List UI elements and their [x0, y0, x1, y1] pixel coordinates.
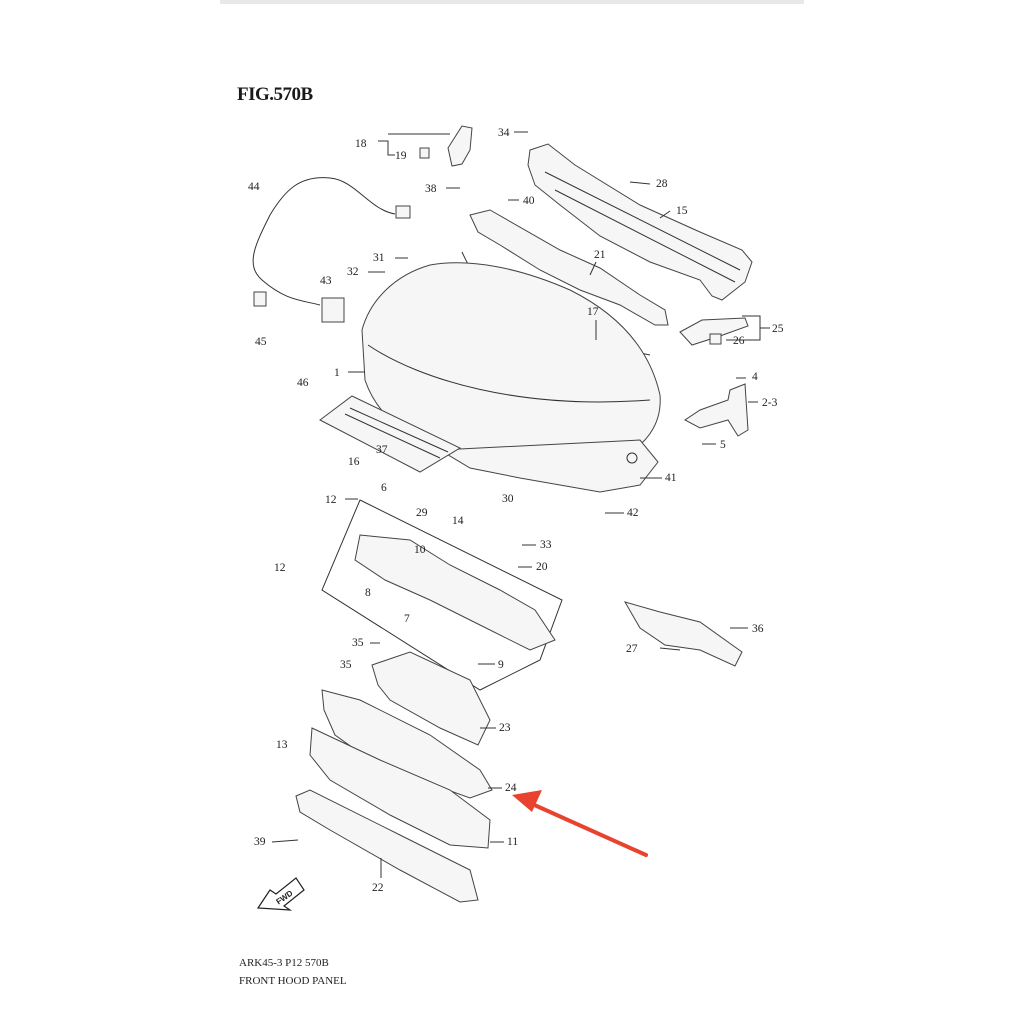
part-15-cowl: [527, 143, 753, 301]
callout-4: 4: [752, 371, 758, 383]
callout-9: 9: [498, 659, 504, 671]
callout-32: 32: [347, 266, 359, 278]
callout-43: 43: [320, 275, 332, 287]
callout-25: 25: [772, 323, 784, 335]
callout-11: 11: [507, 836, 518, 848]
callout-45: 45: [255, 336, 267, 348]
red-pointer-arrow-icon: [512, 790, 648, 857]
callout-23: 23: [499, 722, 511, 734]
callout-22: 22: [372, 882, 384, 894]
part-43-latch: [253, 291, 345, 323]
callout-46: 46: [297, 377, 309, 389]
callout-26: 26: [733, 335, 745, 347]
part-41-insulator: [438, 439, 659, 493]
figure-name: FRONT HOOD PANEL: [239, 975, 347, 987]
callout-38: 38: [425, 183, 437, 195]
callout-30: 30: [502, 493, 514, 505]
part-25-bracket: [679, 317, 749, 346]
callout-33: 33: [540, 539, 552, 551]
callout-24: 24: [505, 782, 517, 794]
callout-42: 42: [627, 507, 639, 519]
callout-12-top: 12: [325, 494, 337, 506]
callout-34: 34: [498, 127, 510, 139]
callout-7: 7: [404, 613, 410, 625]
callout-labels: 18 19 34 44 38 40 28 15 31 32 21 43 17 2…: [248, 127, 784, 894]
part-23-bracket: [371, 651, 491, 746]
fwd-arrow-icon: FWD: [256, 877, 305, 911]
callout-28: 28: [656, 178, 668, 190]
callout-6: 6: [381, 482, 387, 494]
callout-13: 13: [276, 739, 288, 751]
part-2-3-hinge: [684, 383, 749, 437]
leader-lines: [271, 131, 770, 878]
part-6-support-box: [321, 499, 563, 691]
callout-19: 19: [395, 150, 407, 162]
callout-21: 21: [594, 249, 606, 261]
part-22-reinforcement: [295, 789, 479, 903]
callout-41: 41: [665, 472, 677, 484]
callout-36: 36: [752, 623, 764, 635]
callout-35-b: 35: [340, 659, 352, 671]
callout-35-a: 35: [352, 637, 364, 649]
callout-39: 39: [254, 836, 266, 848]
figure-title: FIG.570B: [237, 84, 313, 105]
figure-code: ARK45-3 P12 570B: [239, 957, 329, 969]
part-27-bracket: [623, 601, 743, 667]
callout-16: 16: [348, 456, 360, 468]
callout-5: 5: [720, 439, 726, 451]
callout-8: 8: [365, 587, 371, 599]
callout-40: 40: [523, 195, 535, 207]
callout-20: 20: [536, 561, 548, 573]
callout-15: 15: [676, 205, 688, 217]
part-16-panel: [319, 395, 462, 473]
callout-10: 10: [414, 544, 426, 556]
callout-31: 31: [373, 252, 385, 264]
callout-1: 1: [334, 367, 340, 379]
top-border: [220, 0, 804, 4]
callout-44: 44: [248, 181, 260, 193]
callout-27: 27: [626, 643, 638, 655]
part-18-bracket: [419, 125, 473, 167]
callout-17: 17: [587, 306, 599, 318]
callout-18: 18: [355, 138, 367, 150]
callout-37: 37: [376, 444, 388, 456]
callout-29: 29: [416, 507, 428, 519]
part-11-grille-lower: [309, 727, 491, 849]
callout-14: 14: [452, 515, 464, 527]
callout-12-left: 12: [274, 562, 286, 574]
part-44-cable: [252, 177, 411, 306]
part-21-cowl-lower: [469, 209, 669, 326]
callout-2-3: 2-3: [762, 397, 778, 409]
part-24-grille: [321, 689, 493, 799]
